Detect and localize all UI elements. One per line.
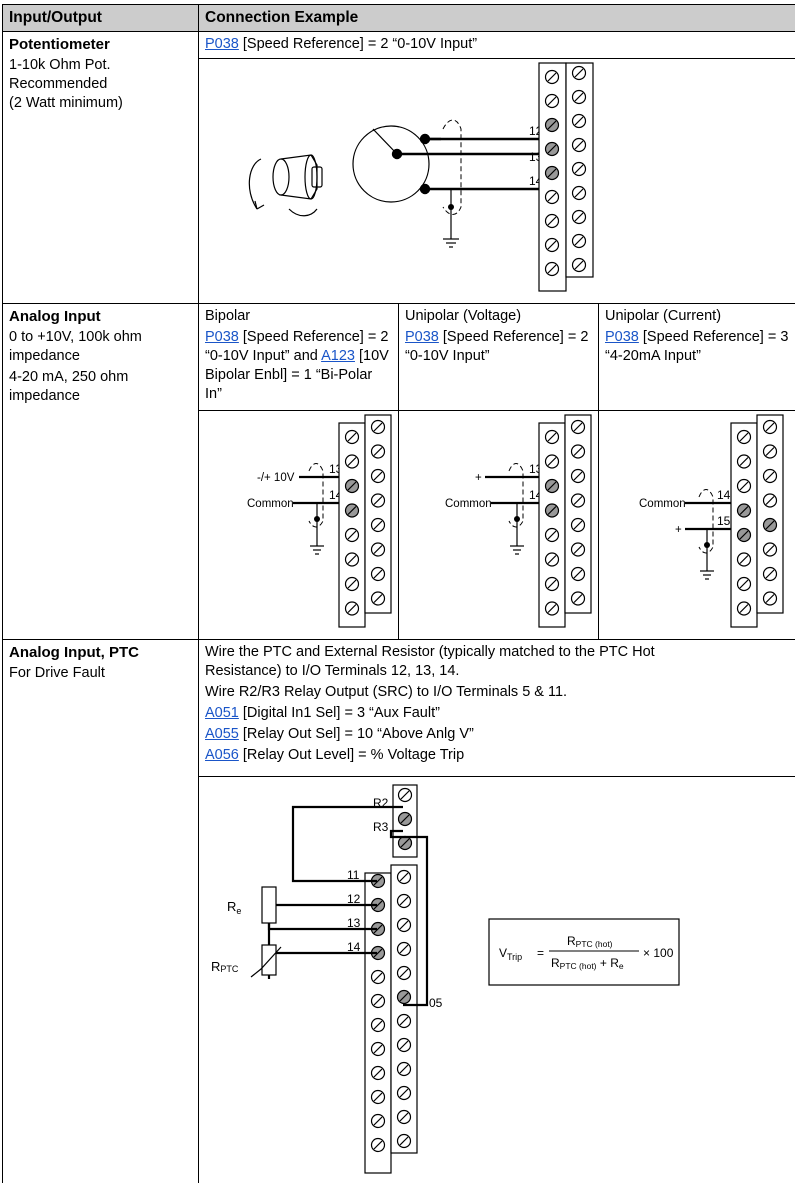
param-link-p038[interactable]: P038 <box>205 329 239 345</box>
potentiometer-desc-2: Recommended <box>9 75 192 94</box>
ptc-wiring-diagram: R2 R3 11 12 13 14 05 <box>199 777 794 1177</box>
ptc-instruction-2: Wire R2/R3 Relay Output (SRC) to I/O Ter… <box>205 683 791 702</box>
potentiometer-desc-3: (2 Watt minimum) <box>9 94 192 113</box>
ptc-param-2: A055 [Relay Out Sel] = 10 “Above Anlg V” <box>205 725 791 744</box>
ptc-label-cell: Analog Input, PTC For Drive Fault <box>3 640 199 1183</box>
ptc-desc: For Drive Fault <box>9 664 192 683</box>
param-link-a051[interactable]: A051 <box>205 705 239 721</box>
ptc-row: Analog Input, PTC For Drive Fault Wire t… <box>3 640 795 777</box>
param-link-a056[interactable]: A056 <box>205 747 239 763</box>
unipolar-voltage-cell: Unipolar (Voltage) P038 [Speed Reference… <box>399 304 599 411</box>
ptc-param-3-text: [Relay Out Level] = % Voltage Trip <box>239 747 464 763</box>
ptc-param-2-text: [Relay Out Sel] = 10 “Above Anlg V” <box>239 726 474 742</box>
unipolar-current-label-plus: + <box>675 524 682 536</box>
external-resistor-label: Re <box>227 899 241 916</box>
table-header-row: Input/Output Connection Example <box>3 5 795 32</box>
unipolar-voltage-wiring-diagram: + Common 13 14 <box>399 411 598 633</box>
unipolar-current-diagram-cell: Common + 14 15 <box>599 411 795 640</box>
ptc-param-1-text: [Digital In1 Sel] = 3 “Aux Fault” <box>239 705 440 721</box>
param-link-p038[interactable]: P038 <box>405 329 439 345</box>
param-link-a055[interactable]: A055 <box>205 726 239 742</box>
bipolar-title: Bipolar <box>205 307 392 326</box>
potentiometer-param-text: [Speed Reference] = 2 “0-10V Input” <box>239 36 477 52</box>
header-connection-example: Connection Example <box>199 5 795 32</box>
ptc-text-cell: Wire the PTC and External Resistor (typi… <box>199 640 795 777</box>
unipolar-current-wiring-diagram: Common + 14 15 <box>599 411 795 633</box>
potentiometer-knob-icon <box>249 155 322 216</box>
potentiometer-wiring-diagram: 12 13 14 <box>199 59 794 297</box>
unipolar-current-cell: Unipolar (Current) P038 [Speed Reference… <box>599 304 795 411</box>
unipolar-current-label-common: Common <box>639 498 686 510</box>
analog-input-desc-2: 4-20 mA, 250 ohm impedance <box>9 368 192 406</box>
voltage-trip-formula: VTrip = RPTC (hot) RPTC (hot) + Re × 100 <box>489 919 679 985</box>
potentiometer-param-cell: P038 [Speed Reference] = 2 “0-10V Input” <box>199 32 795 59</box>
terminal-label-14: 14 <box>717 488 731 502</box>
svg-text:=: = <box>537 946 544 960</box>
unipolar-voltage-title: Unipolar (Voltage) <box>405 307 592 326</box>
potentiometer-diagram-cell: 12 13 14 <box>199 59 795 304</box>
potentiometer-desc-1: 1-10k Ohm Pot. <box>9 56 192 75</box>
potentiometer-title: Potentiometer <box>9 35 192 54</box>
terminal-label-15: 15 <box>717 514 731 528</box>
bipolar-cell: Bipolar P038 [Speed Reference] = 2 “0-10… <box>199 304 399 411</box>
ptc-title: Analog Input, PTC <box>9 643 192 662</box>
header-input-output: Input/Output <box>3 5 199 32</box>
unipolar-voltage-label-plus: + <box>475 472 482 484</box>
analog-input-label-cell: Analog Input 0 to +10V, 100k ohm impedan… <box>3 304 199 640</box>
terminal-label-05: 05 <box>429 996 443 1010</box>
bipolar-wiring-diagram: -/+ 10V Common 13 14 <box>199 411 398 633</box>
bipolar-label-voltage: -/+ 10V <box>257 472 295 484</box>
param-link-p038[interactable]: P038 <box>605 329 639 345</box>
svg-text:× 100: × 100 <box>643 946 674 960</box>
ptc-param-3: A056 [Relay Out Level] = % Voltage Trip <box>205 746 791 765</box>
unipolar-voltage-label-common: Common <box>445 498 492 510</box>
ptc-param-1: A051 [Digital In1 Sel] = 3 “Aux Fault” <box>205 704 791 723</box>
analog-input-desc-1: 0 to +10V, 100k ohm impedance <box>9 328 192 366</box>
unipolar-current-title: Unipolar (Current) <box>605 307 791 326</box>
potentiometer-symbol <box>353 126 429 202</box>
analog-input-title: Analog Input <box>9 307 192 326</box>
param-link-a123[interactable]: A123 <box>321 348 355 364</box>
external-resistor-symbol <box>262 887 276 923</box>
bipolar-diagram-cell: -/+ 10V Common 13 14 <box>199 411 399 640</box>
ptc-resistor-label: RPTC <box>211 959 239 974</box>
potentiometer-label-cell: Potentiometer 1-10k Ohm Pot. Recommended… <box>3 32 199 304</box>
relay-label-r3: R3 <box>373 820 389 834</box>
analog-input-row: Analog Input 0 to +10V, 100k ohm impedan… <box>3 304 795 411</box>
unipolar-voltage-diagram-cell: + Common 13 14 <box>399 411 599 640</box>
potentiometer-row: Potentiometer 1-10k Ohm Pot. Recommended… <box>3 32 795 59</box>
bipolar-label-common: Common <box>247 498 294 510</box>
param-link-p038[interactable]: P038 <box>205 36 239 52</box>
io-table: Input/Output Connection Example Potentio… <box>2 4 795 1183</box>
ptc-instruction-1: Wire the PTC and External Resistor (typi… <box>205 643 791 681</box>
ptc-diagram-cell: R2 R3 11 12 13 14 05 <box>199 777 795 1183</box>
relay-terminal-screws <box>399 789 412 850</box>
